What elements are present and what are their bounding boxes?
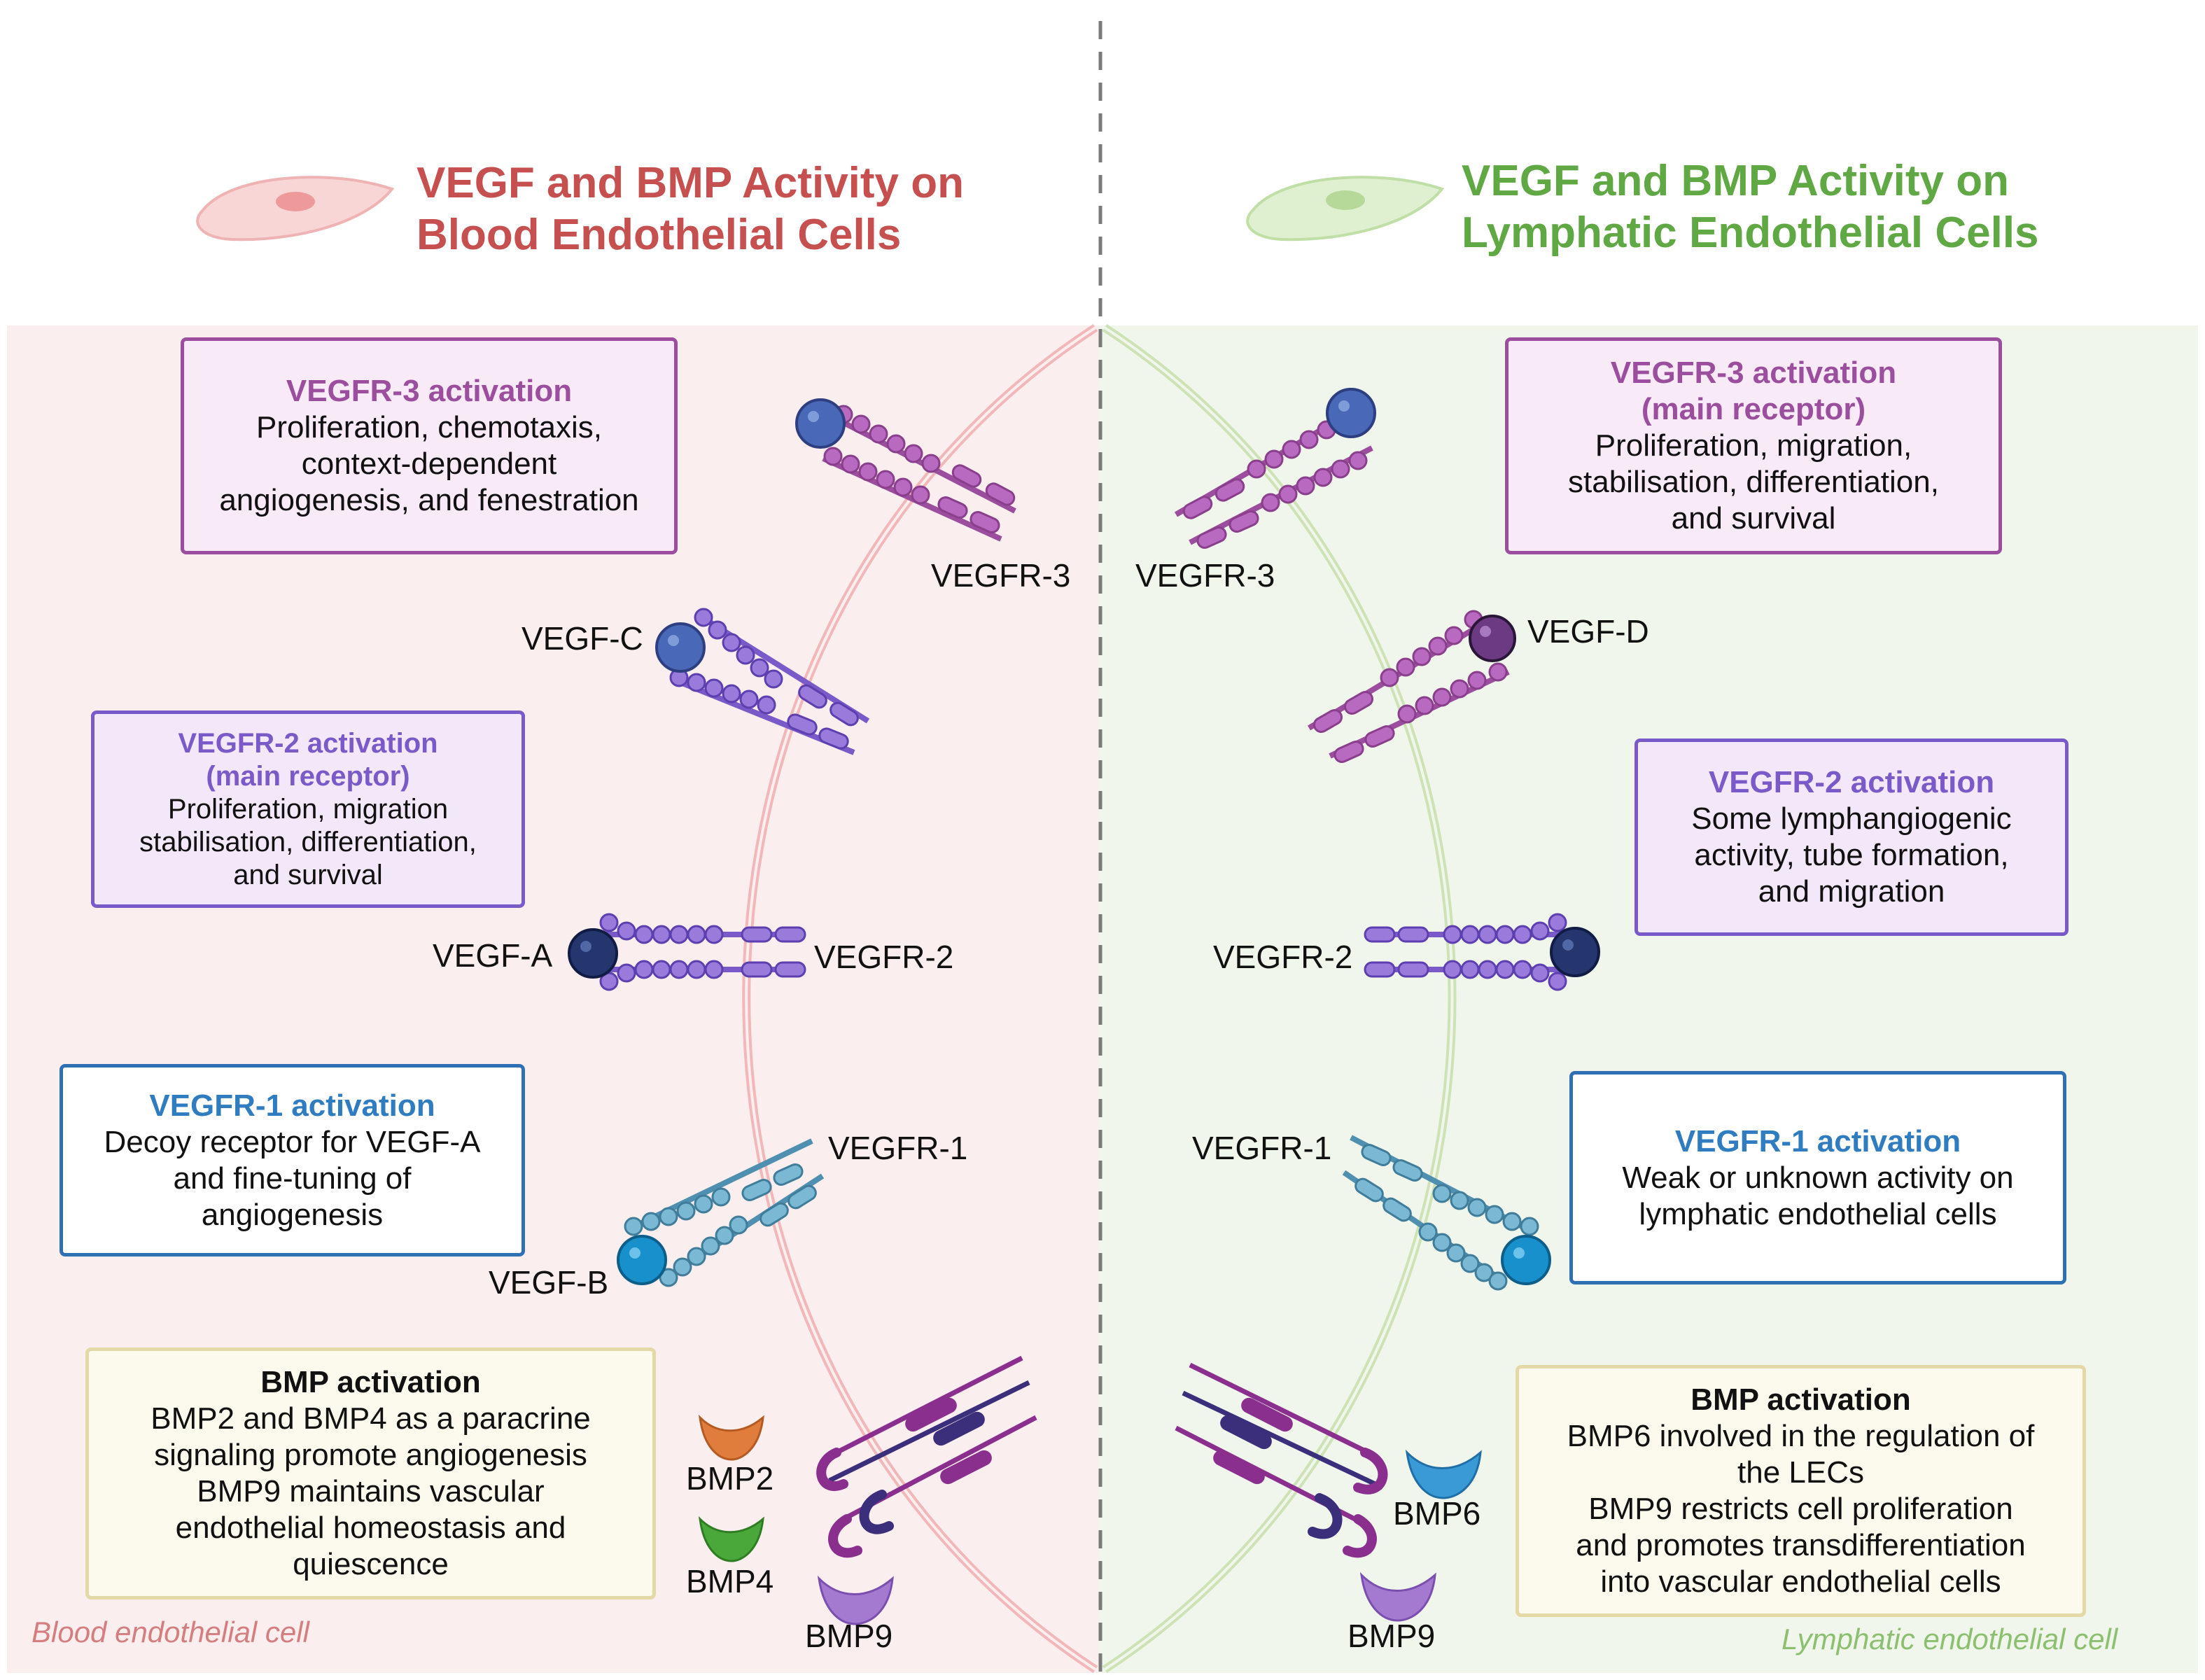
lymph-vegfb-ligand xyxy=(1501,1235,1551,1285)
box-line: angiogenesis xyxy=(201,1197,384,1232)
label-bmp4: BMP4 xyxy=(686,1563,774,1600)
blood-cell-icon xyxy=(196,176,395,241)
lymph-vegfr2-box: VEGFR-2 activation Some lymphangiogenic … xyxy=(1634,738,2068,936)
label-vegfb: VEGF-B xyxy=(489,1264,609,1301)
box-line: stabilisation, differentiation, xyxy=(139,826,477,858)
box-line: endothelial homeostasis and xyxy=(175,1511,566,1545)
label-blood-vegfr1: VEGFR-1 xyxy=(828,1130,968,1166)
blood-vegfr1-receptor xyxy=(617,1138,825,1287)
bmp2-ligand xyxy=(698,1414,764,1461)
lymph-cell-label: Lymphatic endothelial cell xyxy=(1782,1623,2118,1656)
blood-title-line-1: VEGF and BMP Activity on xyxy=(416,159,964,207)
blood-bmp-box: BMP activation BMP2 and BMP4 as a paracr… xyxy=(85,1348,656,1600)
vegfd-ligand xyxy=(1469,615,1516,662)
box-line: lymphatic endothelial cells xyxy=(1639,1196,1997,1231)
blood-title-line-2: Blood Endothelial Cells xyxy=(416,211,902,259)
label-blood-bmp9: BMP9 xyxy=(805,1618,893,1654)
label-vegfa: VEGF-A xyxy=(433,937,553,974)
lymphatic-membrane xyxy=(1102,323,1457,1674)
lymph-vegfr1-box: VEGFR-1 activation Weak or unknown activ… xyxy=(1569,1071,2066,1284)
lymph-vegfr3-receptor xyxy=(1174,388,1376,549)
blood-cell-label: Blood endothelial cell xyxy=(31,1616,309,1648)
bmp6-ligand xyxy=(1405,1449,1482,1499)
box-heading: VEGFR-3 activation xyxy=(1610,356,1897,390)
blood-vegfr3-box: VEGFR-3 activation Proliferation, chemot… xyxy=(181,337,678,554)
bmp9-ligand-lymph xyxy=(1359,1572,1436,1622)
blood-vegfr2-receptor xyxy=(568,913,806,991)
label-blood-vegfr2: VEGFR-2 xyxy=(814,939,954,975)
label-lymph-vegfr2: VEGFR-2 xyxy=(1213,939,1353,975)
box-line: BMP6 involved in the regulation of xyxy=(1567,1419,2035,1453)
box-line: Weak or unknown activity on xyxy=(1622,1160,2014,1195)
vegfa-ligand xyxy=(568,928,618,979)
box-heading: VEGFR-1 activation xyxy=(149,1088,435,1123)
bmp9-ligand-blood xyxy=(817,1575,894,1625)
box-line: activity, tube formation, xyxy=(1694,838,2009,872)
blood-vegfr2-box: VEGFR-2 activation (main receptor) Proli… xyxy=(91,710,525,908)
box-line: Proliferation, chemotaxis, xyxy=(256,410,602,444)
vegfc-ligand xyxy=(655,622,706,673)
label-lymph-vegfr3: VEGFR-3 xyxy=(1135,557,1275,594)
blood-title: VEGF and BMP Activity on Blood Endotheli… xyxy=(416,158,964,261)
box-line: angiogenesis, and fenestration xyxy=(219,483,639,517)
label-lymph-vegfr1: VEGFR-1 xyxy=(1192,1130,1332,1166)
lymph-vegfr1-receptor xyxy=(1342,1135,1551,1291)
label-lymph-bmp9: BMP9 xyxy=(1348,1618,1436,1654)
label-bmp2: BMP2 xyxy=(686,1460,774,1497)
box-line: Some lymphangiogenic xyxy=(1691,802,2012,836)
box-heading: BMP activation xyxy=(1690,1382,1911,1417)
lymph-title-line-2: Lymphatic Endothelial Cells xyxy=(1462,209,2039,257)
label-bmp6: BMP6 xyxy=(1393,1495,1481,1532)
box-line: Proliferation, migration xyxy=(167,793,449,825)
lymph-title-line-1: VEGF and BMP Activity on xyxy=(1462,157,2009,205)
bmp4-ligand xyxy=(698,1516,764,1562)
box-heading: VEGFR-2 activation xyxy=(1708,765,1995,799)
box-line: and fine-tuning of xyxy=(173,1161,412,1196)
box-line: BMP9 maintains vascular xyxy=(197,1474,545,1508)
lymph-vegfr3-box: VEGFR-3 activation (main receptor) Proli… xyxy=(1505,337,2002,554)
lymph-vegfr2-receptor xyxy=(1364,913,1600,991)
box-line: BMP2 and BMP4 as a paracrine xyxy=(150,1401,591,1436)
box-heading-sub: (main receptor) xyxy=(1641,392,1866,426)
blood-membrane xyxy=(742,323,1098,1674)
label-vegfd: VEGF-D xyxy=(1527,613,1649,650)
lymph-vegfa-ligand xyxy=(1550,927,1600,977)
lymphatic-cell-icon xyxy=(1246,176,1445,241)
blood-bmp-receptor xyxy=(816,1355,1037,1558)
lymph-title: VEGF and BMP Activity on Lymphatic Endot… xyxy=(1462,155,2039,259)
blood-vegfc-receptor xyxy=(655,608,870,755)
box-line: and migration xyxy=(1758,874,1945,909)
box-heading-sub: (main receptor) xyxy=(206,760,410,792)
box-heading: VEGFR-1 activation xyxy=(1674,1124,1961,1158)
box-line: into vascular endothelial cells xyxy=(1600,1564,2001,1599)
box-line: BMP9 restricts cell proliferation xyxy=(1588,1492,2013,1526)
box-line: quiescence xyxy=(293,1547,449,1581)
blood-vegfr1-box: VEGFR-1 activation Decoy receptor for VE… xyxy=(59,1064,525,1256)
label-vegfc: VEGF-C xyxy=(522,620,643,657)
blood-vegfr3-receptor xyxy=(795,398,1016,542)
lymph-vegfd-receptor xyxy=(1307,610,1516,763)
box-line: stabilisation, differentiation, xyxy=(1568,465,1939,499)
box-line: the LECs xyxy=(1737,1455,1864,1490)
box-heading: VEGFR-3 activation xyxy=(286,374,573,408)
vegfb-ligand xyxy=(617,1235,667,1285)
box-line: Proliferation, migration, xyxy=(1595,428,1912,463)
box-line: Decoy receptor for VEGF-A xyxy=(104,1124,481,1159)
box-heading: VEGFR-2 activation xyxy=(178,727,438,759)
box-line: and promotes transdifferentiation xyxy=(1576,1528,2026,1562)
box-line: and survival xyxy=(1671,501,1836,536)
box-line: context-dependent xyxy=(301,447,557,481)
vegfc-ligand-top xyxy=(795,398,846,449)
box-line: signaling promote angiogenesis xyxy=(154,1438,587,1472)
box-heading: BMP activation xyxy=(260,1365,481,1399)
box-line: and survival xyxy=(233,859,383,890)
lymph-bmp-box: BMP activation BMP6 involved in the regu… xyxy=(1516,1365,2086,1617)
lymph-bmp-receptor xyxy=(1175,1362,1388,1558)
label-blood-vegfr3: VEGFR-3 xyxy=(931,557,1071,594)
lymph-vegfr3-ligand xyxy=(1326,388,1376,438)
